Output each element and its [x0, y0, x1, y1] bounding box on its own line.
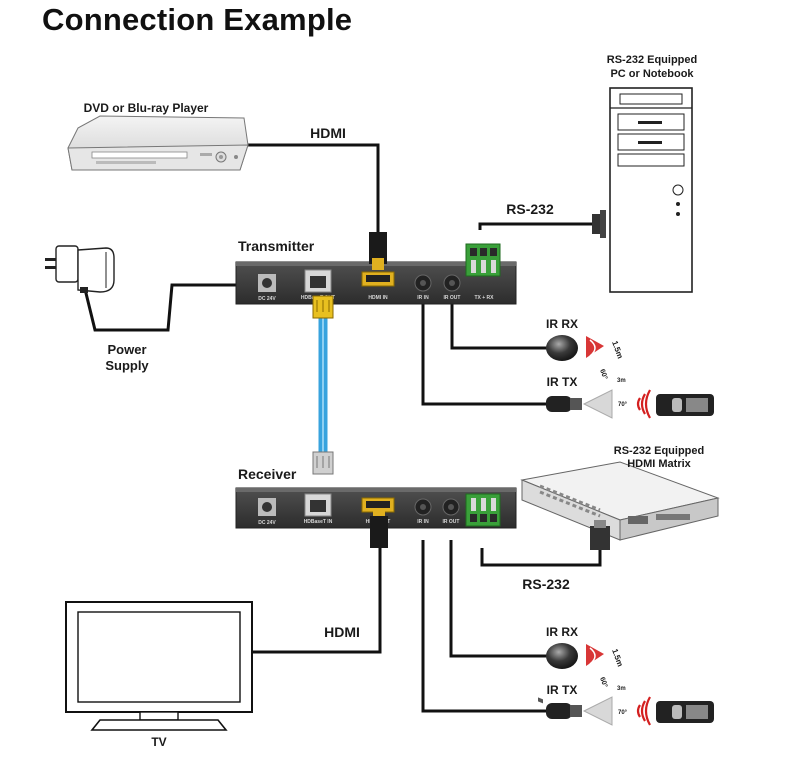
- hdmi-cable-bottom: [252, 548, 382, 654]
- rs232-cable-top: [478, 222, 592, 230]
- page-title: Connection Example: [42, 2, 353, 37]
- ir-tx-emitter-bottom: [546, 696, 714, 726]
- ir-tx-emitter-top: [546, 389, 714, 419]
- ir-rx-range-bottom: 1.5m: [610, 648, 625, 668]
- ir-rx-label-bottom: IR RX: [546, 625, 578, 639]
- tx-port-ir-out: IR OUT: [444, 295, 461, 301]
- dvd-player: [67, 115, 249, 171]
- hdmi-cable-top: [246, 143, 380, 232]
- power-label-line1: Power: [107, 342, 146, 357]
- ir-tx-angle-bottom: 70°: [618, 710, 628, 716]
- television: [65, 601, 253, 731]
- pc-tower: [609, 87, 693, 293]
- ir-tx-cable-top: [421, 302, 548, 406]
- rx-port-ir-out: IR OUT: [443, 519, 460, 525]
- db9-connector-bottom: [590, 520, 610, 550]
- tx-port-rs232: TX + RX: [474, 295, 494, 301]
- matrix-label-line2: HDMI Matrix: [627, 458, 691, 470]
- rx-port-hdbaset: HDBaseT IN: [304, 519, 333, 525]
- rs232-cable-bottom: [480, 548, 602, 567]
- pc-label-line2: PC or Notebook: [610, 68, 694, 80]
- dvd-player-label: DVD or Blu-ray Player: [84, 101, 209, 115]
- hdmi-label-bottom: HDMI: [324, 624, 360, 640]
- ir-tx-label-bottom: IR TX: [547, 683, 578, 697]
- cables: [82, 143, 602, 713]
- ir-tx-cable-bottom: [421, 540, 548, 713]
- hdmi-label-top: HDMI: [310, 125, 346, 141]
- rs232-label-bottom: RS-232: [522, 576, 570, 592]
- power-supply: [45, 245, 115, 293]
- ir-rx-range-top: 1.5m: [610, 340, 625, 360]
- ir-tx-range-bottom: 3m: [617, 686, 626, 692]
- rs232-label-top: RS-232: [506, 201, 554, 217]
- ir-tx-label-top: IR TX: [547, 375, 578, 389]
- hdmi-plug-bottom: [370, 508, 388, 548]
- pc-label-line1: RS-232 Equipped: [607, 54, 697, 66]
- tv-label: TV: [151, 735, 166, 749]
- tx-port-ir-in: IR IN: [417, 295, 429, 301]
- ir-tx-range-top: 3m: [617, 378, 626, 384]
- rj45-plug-bottom: [312, 451, 334, 475]
- matrix-label-line1: RS-232 Equipped: [614, 445, 704, 457]
- tx-port-dc: DC 24V: [258, 296, 276, 302]
- ir-rx-cable-top: [450, 302, 548, 350]
- rx-port-dc: DC 24V: [258, 520, 276, 526]
- ir-rx-cable-bottom: [449, 540, 548, 658]
- ir-tx-angle-top: 70°: [618, 402, 628, 408]
- ir-rx-label-top: IR RX: [546, 317, 578, 331]
- hdmi-plug-top: [369, 232, 387, 270]
- power-label-line2: Supply: [105, 358, 149, 373]
- rx-port-ir-in: IR IN: [417, 519, 429, 525]
- ir-rx-sensor-top: [546, 335, 604, 361]
- rj45-plug-top: [312, 295, 334, 319]
- transmitter-label: Transmitter: [238, 238, 315, 254]
- ir-rx-angle-top: 60°: [598, 368, 609, 381]
- tx-port-hdmi: HDMI IN: [368, 295, 388, 301]
- ir-rx-sensor-bottom: [546, 643, 604, 669]
- db9-connector-top: [592, 210, 606, 238]
- power-cable: [82, 283, 264, 332]
- ir-rx-angle-bottom: 60°: [598, 676, 609, 689]
- receiver-label: Receiver: [238, 466, 297, 482]
